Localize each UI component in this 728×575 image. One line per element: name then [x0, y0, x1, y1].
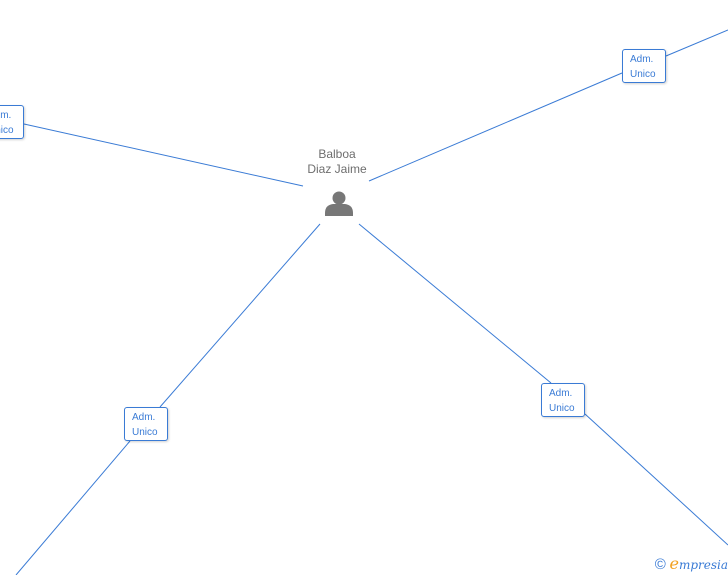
edge-to-role-bottom-left — [159, 223, 321, 408]
role-label-line1: Adm. — [132, 412, 156, 423]
role-label-line1: Adm. — [630, 54, 654, 65]
footer-brand[interactable]: © empresia — [655, 554, 728, 573]
edge-role-bottom-right-offscreen — [584, 413, 728, 546]
role-label-line2: Unico — [132, 427, 158, 438]
brand-logo-text: mpresia — [678, 558, 728, 572]
edge-to-role-left — [23, 123, 304, 187]
person-name-line2: Diaz Jaime — [307, 162, 367, 176]
role-label-line2: Unico — [630, 69, 656, 80]
role-node-bottom-right[interactable]: Adm. Unico — [541, 383, 585, 417]
brand-logo-initial: e — [669, 554, 679, 573]
role-node-left[interactable]: Adm. Unico — [0, 105, 24, 139]
person-name[interactable]: Balboa Diaz Jaime — [287, 147, 387, 177]
role-node-bottom-left[interactable]: Adm. Unico — [124, 407, 168, 441]
role-label-line2: Unico — [549, 403, 575, 414]
role-label-line2: Unico — [0, 125, 14, 136]
person-icon[interactable] — [325, 191, 353, 217]
role-label-line1: Adm. — [549, 388, 573, 399]
copyright-icon: © — [654, 556, 666, 573]
role-label-line1: Adm. — [0, 110, 12, 121]
edge-role-top-right-offscreen — [665, 29, 728, 57]
role-node-top-right[interactable]: Adm. Unico — [622, 49, 666, 83]
edge-to-role-bottom-right — [358, 223, 552, 384]
person-name-line1: Balboa — [318, 147, 356, 161]
edge-to-role-top-right — [368, 72, 623, 182]
edge-role-bottom-left-offscreen — [15, 440, 131, 575]
